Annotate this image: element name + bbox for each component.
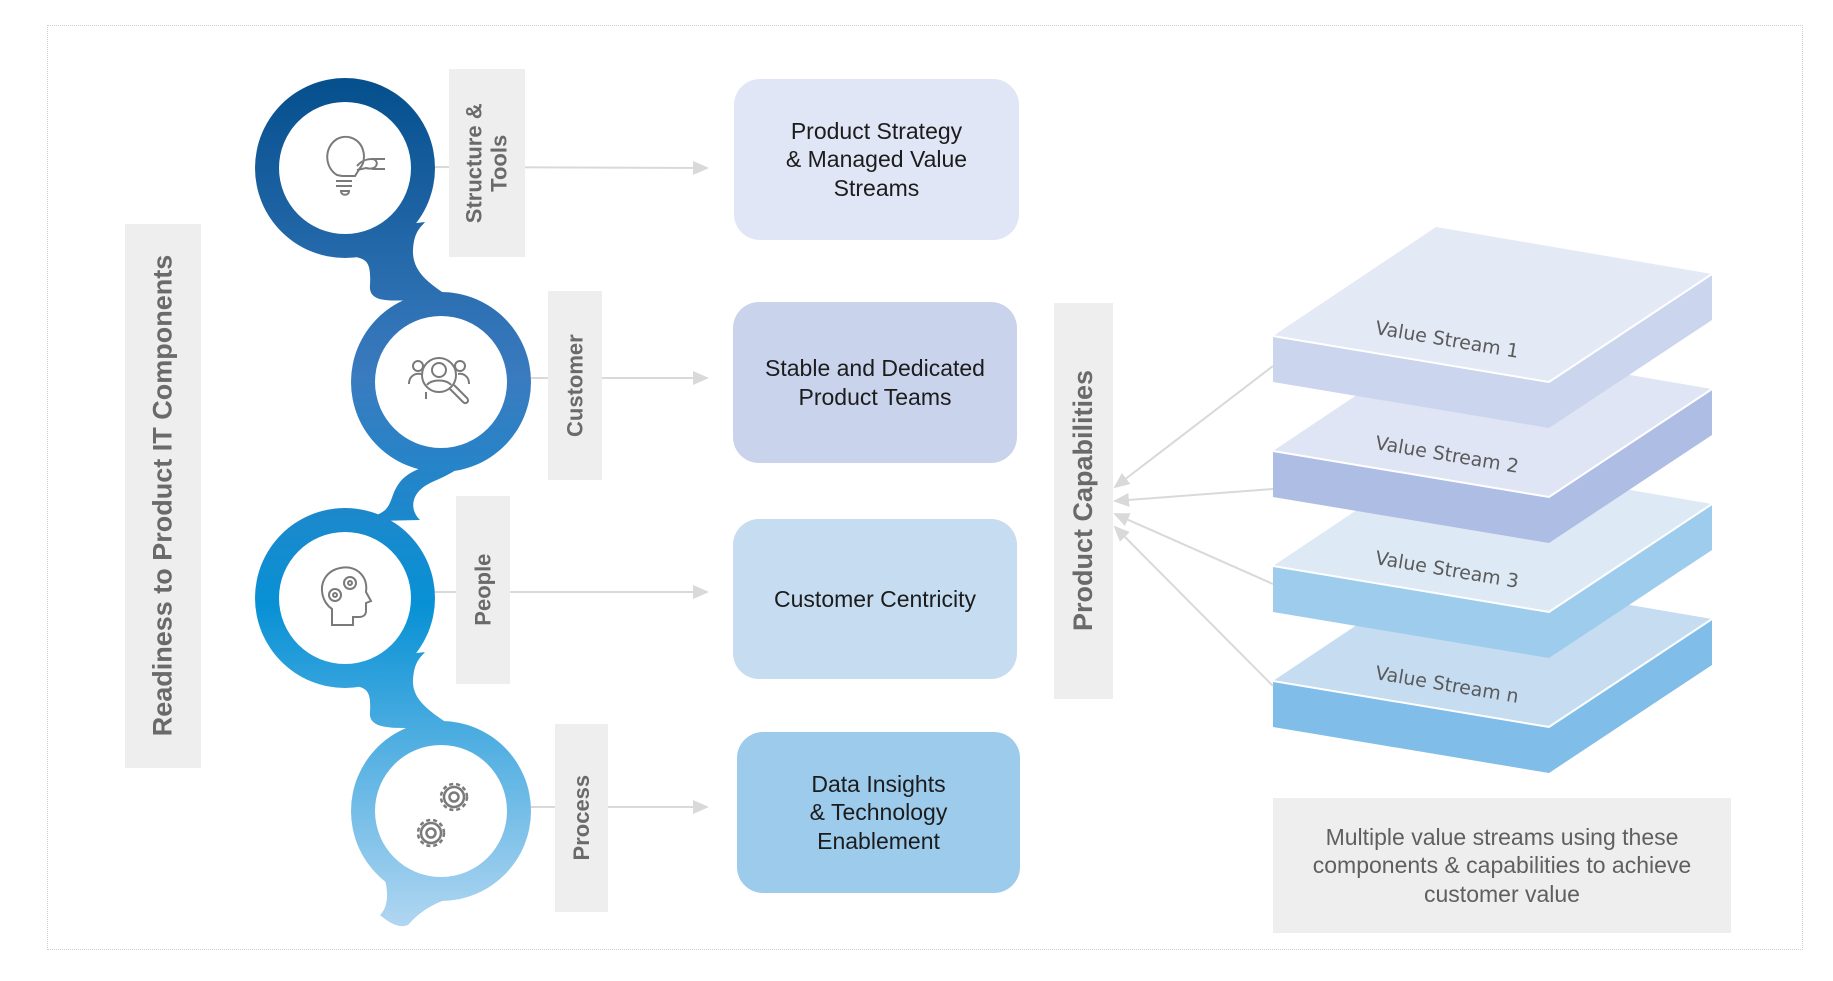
outcome-line: Streams <box>833 174 920 201</box>
head-gears-icon <box>320 566 373 626</box>
capability-arrows <box>1113 365 1274 687</box>
layer-edge-highlight <box>1272 273 1713 384</box>
arrow-vsn <box>1113 525 1274 687</box>
layer-edge-highlight <box>1272 503 1713 614</box>
outcome-line: Product Strategy <box>790 117 963 144</box>
outcome-product-strategy: Product Strategy & Managed Value Streams <box>734 79 1019 240</box>
layer-right-side <box>1549 504 1712 658</box>
layer-edge-highlight <box>1272 618 1713 729</box>
chain-inner-1 <box>279 102 411 234</box>
diagram-frame <box>47 25 1803 950</box>
layer-front-side <box>1273 451 1549 543</box>
component-label-line: Tools <box>487 134 513 192</box>
product-capabilities-box: Product Capabilities <box>1054 303 1113 699</box>
arrow-vs1 <box>1113 365 1274 489</box>
value-stream-layer: Value Stream 1 <box>1272 227 1713 428</box>
chain-inner-4 <box>375 745 507 877</box>
value-streams-note: Multiple value streams using these compo… <box>1273 798 1731 933</box>
outcome-line: Data Insights <box>811 770 946 797</box>
customer-search-icon <box>408 357 470 405</box>
component-connectors <box>429 160 709 814</box>
outcome-line: Customer Centricity <box>774 585 976 612</box>
outcome-customer-centricity: Customer Centricity <box>733 519 1017 679</box>
component-label-text: Customer <box>562 334 588 437</box>
chain-inner-3 <box>279 532 411 664</box>
product-capabilities-label: Product Capabilities <box>1067 370 1098 632</box>
component-label-process: Process <box>555 724 608 912</box>
outcome-line: Stable and Dedicated <box>765 355 985 381</box>
layer-front-side <box>1273 336 1549 428</box>
layer-edge-highlight <box>1272 388 1713 499</box>
layer-right-side <box>1549 619 1712 773</box>
arrow-vs3 <box>1113 513 1274 585</box>
component-label-structure-tools: Structure & Tools <box>449 69 525 257</box>
layer-front-side <box>1273 566 1549 658</box>
readiness-title-box: Readiness to Product IT Components <box>125 224 201 768</box>
chain-neck-2 <box>330 460 456 522</box>
lightbulb-idea-icon <box>326 135 385 196</box>
outcome-data-insights: Data Insights & Technology Enablement <box>737 732 1020 893</box>
layer-front-side <box>1273 681 1549 773</box>
component-label-text: People <box>470 553 496 627</box>
readiness-chain <box>255 78 531 927</box>
outcome-line: Enablement <box>817 827 940 854</box>
component-label-line: Structure & <box>461 103 487 223</box>
layer-right-side <box>1549 274 1712 428</box>
arrow-vs2 <box>1113 488 1274 507</box>
layer-top-face <box>1273 227 1712 382</box>
component-label-customer: Customer <box>548 291 602 480</box>
outcome-line: & Managed Value <box>785 146 968 173</box>
gears-icon <box>416 782 469 848</box>
outcome-line: Product Teams <box>798 383 952 410</box>
outcome-line: & Technology <box>809 799 948 826</box>
layer-right-side <box>1549 389 1712 543</box>
chain-tail <box>380 880 450 927</box>
outcome-product-teams: Stable and Dedicated Product Teams <box>733 302 1017 463</box>
component-label-people: People <box>456 496 510 684</box>
chain-inner-2 <box>375 316 507 448</box>
component-label-text: Process <box>568 775 594 861</box>
